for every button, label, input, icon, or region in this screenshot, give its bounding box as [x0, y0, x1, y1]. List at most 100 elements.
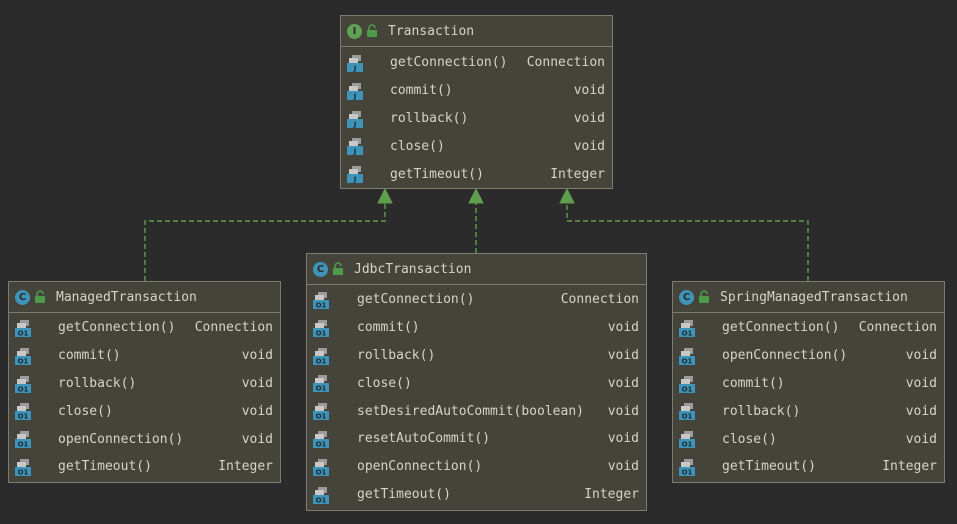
svg-text:O1: O1	[316, 385, 327, 393]
svg-text:O1: O1	[18, 441, 29, 449]
method-name: openConnection()	[722, 348, 848, 364]
implements-arrowhead	[377, 187, 393, 204]
svg-text:O1: O1	[316, 329, 327, 337]
node-header: C SpringManagedTransaction	[673, 282, 944, 313]
method-name: openConnection()	[357, 459, 483, 475]
method-row[interactable]: O1 close() void	[307, 369, 646, 397]
method-name: close()	[357, 375, 412, 391]
method-name: rollback()	[390, 110, 469, 126]
method-return-type: void	[241, 403, 273, 419]
method-name: getTimeout()	[390, 166, 484, 182]
method-name: close()	[390, 138, 445, 154]
method-row[interactable]: O1 rollback() void	[307, 342, 646, 370]
method-return-type: Integer	[550, 166, 605, 182]
svg-text:O1: O1	[316, 357, 327, 365]
node-title: JdbcTransaction	[354, 261, 472, 277]
node-title: ManagedTransaction	[56, 289, 197, 305]
svg-text:O1: O1	[682, 468, 693, 476]
svg-text:O1: O1	[682, 385, 693, 393]
method-name: close()	[722, 431, 777, 447]
method-row[interactable]: O1 commit() void	[673, 370, 944, 398]
method-name: rollback()	[357, 347, 436, 363]
method-name: commit()	[58, 348, 121, 364]
svg-text:O1: O1	[18, 385, 29, 393]
method-return-type: Connection	[194, 320, 273, 336]
method-return-type: void	[573, 138, 605, 154]
method-name: getTimeout()	[357, 486, 451, 502]
method-return-type: void	[607, 403, 639, 419]
svg-text:O1: O1	[18, 413, 29, 421]
method-name: rollback()	[58, 375, 137, 391]
method-return-type: void	[573, 83, 605, 99]
public-lock-icon	[362, 24, 378, 38]
method-return-type: void	[573, 110, 605, 126]
method-name: resetAutoCommit()	[357, 431, 491, 447]
method-return-type: Integer	[882, 459, 937, 475]
method-name: openConnection()	[58, 431, 184, 447]
class-icon: C	[313, 261, 328, 277]
svg-text:O1: O1	[18, 468, 29, 476]
svg-text:O1: O1	[682, 330, 693, 338]
method-name: commit()	[722, 375, 785, 391]
method-row[interactable]: O1 setDesiredAutoCommit(boolean) void	[307, 397, 646, 425]
method-return-type: Connection	[560, 292, 639, 308]
method-name: getTimeout()	[58, 459, 152, 475]
method-name: getTimeout()	[722, 459, 816, 475]
method-row[interactable]: O1 getTimeout() Integer	[673, 453, 944, 481]
class-icon: C	[679, 289, 694, 305]
implements-edge	[566, 203, 809, 281]
method-return-type: void	[607, 375, 639, 391]
svg-text:J: J	[353, 120, 357, 128]
svg-text:J: J	[353, 148, 357, 156]
method-name: setDesiredAutoCommit(boolean)	[357, 403, 584, 419]
method-return-type: void	[607, 347, 639, 363]
node-title: SpringManagedTransaction	[720, 289, 908, 305]
method-row[interactable]: O1 close() void	[9, 397, 280, 425]
implements-arrowhead	[468, 187, 484, 204]
svg-text:O1: O1	[316, 468, 327, 476]
svg-text:J: J	[353, 92, 357, 100]
svg-text:O1: O1	[18, 357, 29, 365]
method-return-type: void	[905, 375, 937, 391]
method-name: commit()	[390, 83, 453, 99]
svg-text:O1: O1	[316, 440, 327, 448]
method-name: rollback()	[722, 403, 801, 419]
svg-text:J: J	[353, 65, 357, 73]
svg-text:O1: O1	[316, 413, 327, 421]
svg-text:O1: O1	[682, 357, 693, 365]
interface-icon: I	[347, 23, 362, 39]
method-return-type: void	[607, 320, 639, 336]
method-return-type: void	[905, 403, 937, 419]
method-name: getConnection()	[722, 320, 840, 336]
node-header: C JdbcTransaction	[307, 254, 646, 285]
method-name: close()	[58, 403, 113, 419]
